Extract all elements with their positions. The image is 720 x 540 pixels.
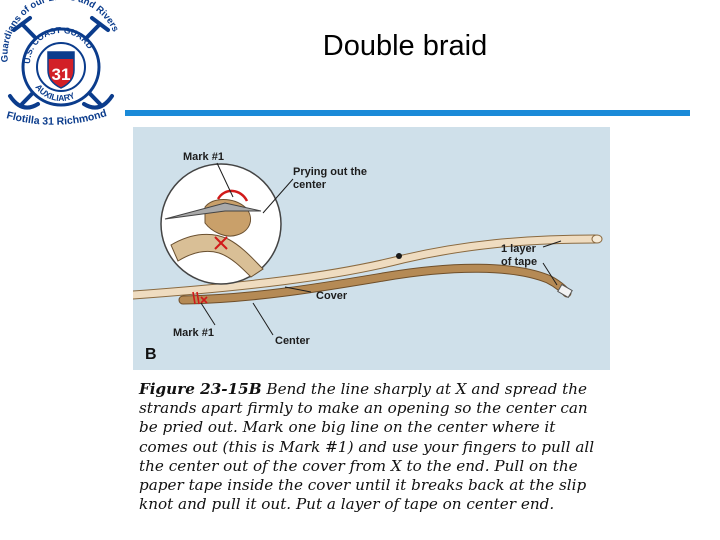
coast-guard-auxiliary-logo: Guardians of our Lakes and Rivers U.S. C… [0,0,125,135]
logo-number: 31 [52,65,71,84]
figure: Mark #1 Prying out the center 1 layer of… [133,127,610,537]
panel-letter: B [145,346,157,363]
fid-tool [164,202,262,220]
center-rope [178,263,573,305]
logo-emblem: Guardians of our Lakes and Rivers U.S. C… [0,0,122,132]
slide-title: Double braid [322,30,488,62]
magnified-inset [160,163,282,285]
tape-wrap [557,283,573,299]
label-prying-line-2: center [293,179,327,191]
caption-text: Bend the line sharply at X and spread th… [139,380,595,514]
mark-1-inset [216,189,249,202]
figure-caption: Figure 23-15B Bend the line sharply at X… [139,380,607,514]
label-cover: Cover [316,290,348,302]
label-mark-1-bottom: Mark #1 [173,327,214,339]
cover-rope [133,234,603,300]
shield-icon [47,51,75,89]
label-mark-1-top: Mark #1 [183,151,224,163]
leader-lines [200,162,562,336]
mark-1-rope [192,291,208,305]
x-mark [214,236,228,250]
caption-figure-ref: Figure 23-15B [139,380,262,398]
label-tape-line-1: 1 layer [501,243,536,255]
title-divider [125,110,690,116]
label-center: Center [275,335,310,347]
diagram-panel: Mark #1 Prying out the center 1 layer of… [133,127,610,370]
rope-diagram [133,162,603,336]
label-tape-line-2: of tape [501,256,538,268]
cover-dot-marker [396,253,402,259]
label-prying-line-1: Prying out the [293,166,367,178]
